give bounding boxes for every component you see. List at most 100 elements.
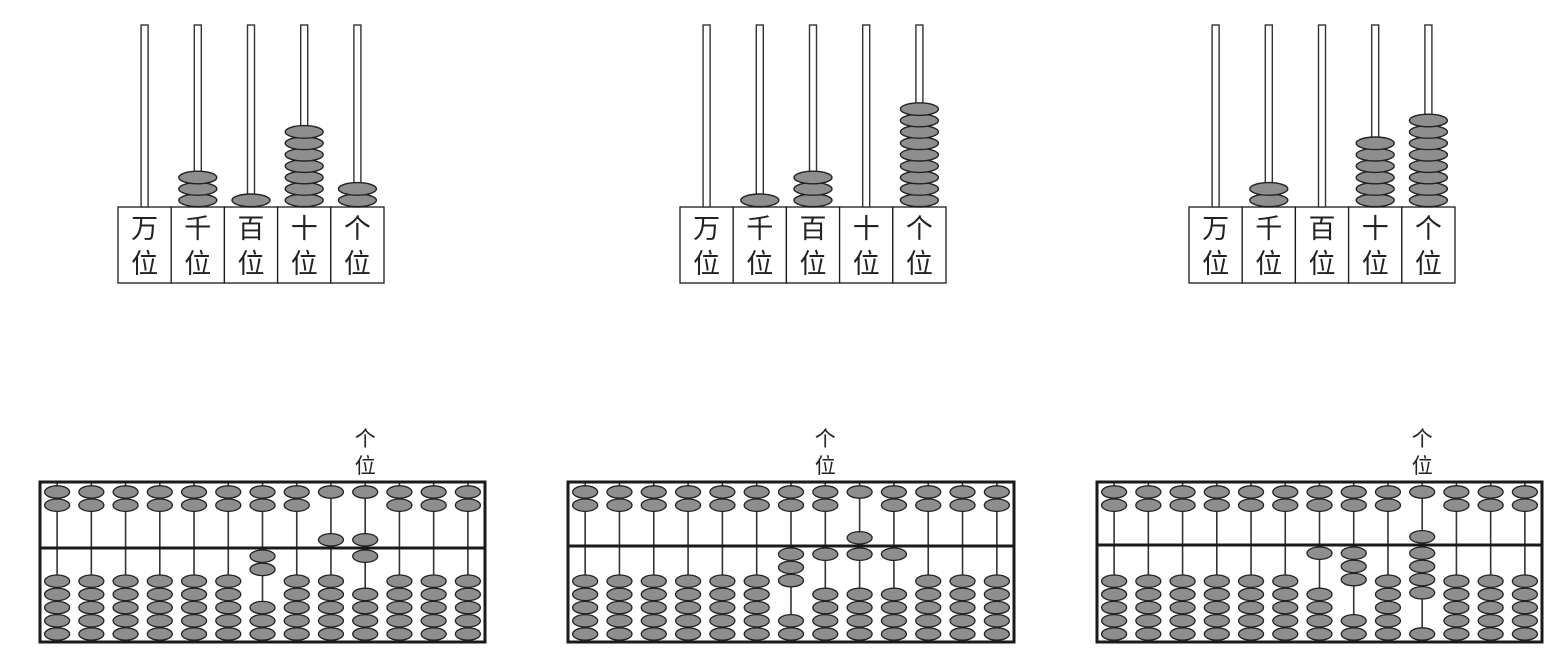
bead	[420, 627, 447, 641]
rod	[755, 24, 764, 208]
bead	[983, 485, 1010, 499]
bead	[606, 485, 633, 499]
bead	[949, 613, 976, 628]
bead	[606, 574, 633, 589]
bead	[1409, 627, 1436, 641]
place-label-bottom: 位	[1362, 249, 1389, 280]
bead	[1272, 600, 1299, 615]
bead	[1203, 498, 1230, 513]
bead	[215, 485, 242, 499]
bead	[1237, 485, 1265, 499]
bead	[215, 587, 242, 602]
place-label-box	[679, 206, 734, 284]
bead	[180, 627, 208, 641]
place-label-bottom: 位	[238, 249, 265, 280]
bead	[812, 498, 839, 513]
bead	[231, 193, 271, 208]
bead	[880, 547, 908, 562]
bead	[743, 587, 770, 602]
bead	[572, 574, 599, 589]
bead	[1169, 613, 1196, 628]
bead	[606, 587, 633, 602]
bead	[572, 613, 599, 628]
bead	[1374, 485, 1402, 499]
bead	[43, 627, 71, 641]
place-label-box	[1241, 206, 1297, 284]
bead	[640, 587, 667, 602]
place-label-top: 百	[238, 214, 265, 245]
bead	[606, 600, 633, 615]
bead	[915, 498, 942, 513]
place-label-bottom: 位	[344, 249, 371, 280]
bead	[1249, 181, 1289, 196]
bead	[1340, 498, 1367, 513]
bead	[215, 613, 242, 628]
bead	[1477, 498, 1504, 513]
bead	[812, 600, 839, 615]
bead	[386, 574, 413, 589]
bead	[846, 547, 873, 562]
place-label-box	[170, 206, 226, 284]
place-label-top: 千	[1255, 214, 1282, 245]
bead	[1100, 613, 1128, 628]
bead	[1306, 627, 1333, 641]
bead	[1511, 587, 1539, 602]
bead	[743, 627, 770, 641]
bead	[1409, 529, 1436, 544]
bead	[352, 532, 379, 547]
bead	[743, 498, 770, 513]
bead	[249, 600, 276, 615]
bead	[1135, 485, 1162, 499]
place-label-bottom: 位	[1415, 249, 1442, 280]
bead	[572, 485, 599, 499]
place-label-bottom: 位	[906, 249, 933, 280]
place-label-top: 万	[1202, 214, 1229, 245]
bead	[1443, 587, 1470, 602]
bead	[1169, 587, 1196, 602]
rod	[140, 24, 149, 208]
place-label-top: 个	[344, 214, 371, 245]
bead	[1169, 485, 1196, 499]
bead	[317, 613, 345, 628]
bead	[640, 613, 667, 628]
bead	[1408, 113, 1449, 128]
bead	[112, 627, 139, 641]
bead	[283, 574, 310, 589]
bead	[1306, 587, 1333, 602]
bead	[1237, 587, 1265, 602]
bead	[283, 587, 310, 602]
bead	[249, 613, 276, 628]
bead	[112, 498, 139, 513]
bead	[709, 498, 736, 513]
rod	[1264, 24, 1274, 208]
bead	[337, 181, 378, 196]
bead	[1272, 587, 1299, 602]
bead	[454, 627, 482, 641]
bead	[640, 485, 667, 499]
bead	[1340, 572, 1367, 587]
bead	[454, 587, 482, 602]
bead	[249, 498, 276, 513]
bead	[1477, 587, 1504, 602]
bead	[1100, 587, 1128, 602]
bead	[915, 574, 942, 589]
bead	[1355, 136, 1395, 151]
place-label-box	[117, 206, 172, 284]
bead	[812, 627, 839, 641]
bead	[777, 498, 805, 513]
bead	[180, 574, 208, 589]
bead	[146, 587, 173, 602]
rod	[246, 24, 256, 208]
bead	[1203, 600, 1230, 615]
bead	[846, 600, 873, 615]
place-label-top: 百	[800, 214, 827, 245]
bead	[1169, 627, 1196, 641]
bead	[78, 600, 105, 615]
bead	[43, 600, 71, 615]
bead	[386, 485, 413, 499]
bead	[793, 170, 833, 185]
bead	[606, 627, 633, 641]
bead	[78, 498, 105, 513]
